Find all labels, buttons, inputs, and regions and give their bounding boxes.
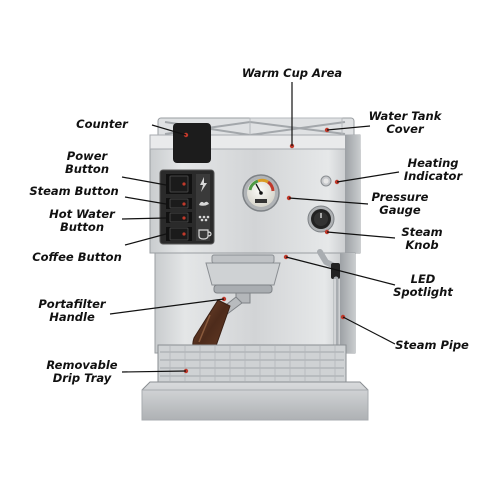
label-heating-indicator-line-1: Heating (407, 156, 459, 170)
label-removable-drip-tray-line-1: Removable (46, 358, 118, 372)
label-coffee-button-line: Coffee Button (32, 250, 122, 264)
hot-water-button-dot (182, 216, 186, 220)
label-steam-pipe: Steam Pipe (391, 339, 473, 352)
label-steam-button: Steam Button (24, 185, 124, 198)
label-steam-knob-line-2: Knob (405, 238, 439, 252)
label-water-tank-cover-line-2: Cover (386, 122, 424, 136)
label-portafilter-handle-line-1: Portafilter (38, 297, 106, 311)
counter-display (173, 123, 211, 163)
heating-indicator-light (320, 175, 332, 187)
label-warm-cup-area: Warm Cup Area (237, 67, 347, 80)
label-portafilter-handle: Portafilter Handle (30, 298, 114, 324)
label-led-spotlight: LED Spotlight (388, 273, 458, 299)
label-hot-water-button-line-1: Hot Water (49, 207, 115, 221)
label-power-button: Power Button (52, 150, 122, 176)
steam-knob[interactable] (307, 205, 335, 233)
label-power-button-line-1: Power (66, 149, 108, 163)
label-coffee-button: Coffee Button (24, 251, 130, 264)
steam-pipe (317, 249, 340, 348)
label-water-tank-cover-line-1: Water Tank (368, 109, 442, 123)
label-counter: Counter (58, 118, 146, 131)
lightning-bolt-icon (200, 177, 207, 192)
steam-button-dot (182, 202, 186, 206)
label-heating-indicator-line-2: Indicator (403, 169, 463, 183)
label-steam-knob-line-1: Steam (401, 225, 443, 239)
label-water-tank-cover: Water Tank Cover (360, 110, 450, 136)
hot-water-button[interactable] (169, 212, 189, 223)
power-button-dot (182, 182, 186, 186)
drip-tray-base (141, 381, 369, 421)
power-button[interactable] (169, 175, 189, 193)
label-steam-button-line: Steam Button (29, 184, 119, 198)
water-drops-icon (198, 215, 210, 222)
steam-button[interactable] (169, 198, 189, 209)
label-counter-line: Counter (76, 117, 128, 131)
label-led-spotlight-line-2: Spotlight (393, 285, 453, 299)
label-heating-indicator: Heating Indicator (398, 157, 468, 183)
label-power-button-line-2: Button (64, 162, 110, 176)
label-pressure-gauge-line-2: Gauge (379, 203, 421, 217)
leader-lines (109, 82, 400, 373)
coffee-button-dot (182, 232, 186, 236)
group-head (205, 254, 281, 304)
label-removable-drip-tray: Removable Drip Tray (42, 359, 122, 385)
pressure-gauge (242, 174, 280, 212)
label-pressure-gauge-line-1: Pressure (371, 190, 429, 204)
label-removable-drip-tray-line-2: Drip Tray (52, 371, 112, 385)
label-pressure-gauge: Pressure Gauge (365, 191, 435, 217)
label-hot-water-button-line-2: Button (59, 220, 105, 234)
label-led-spotlight-line-1: LED (410, 272, 436, 286)
drip-tray-grate (157, 344, 347, 383)
label-hot-water-button: Hot Water Button (42, 208, 122, 234)
steam-cloud-icon (199, 201, 209, 206)
coffee-button[interactable] (169, 227, 189, 241)
coffee-cup-icon (198, 229, 212, 240)
label-steam-knob: Steam Knob (394, 226, 450, 252)
label-steam-pipe-line: Steam Pipe (395, 338, 469, 352)
label-warm-cup-area-line: Warm Cup Area (241, 66, 343, 80)
label-portafilter-handle-line-2: Handle (49, 310, 95, 324)
